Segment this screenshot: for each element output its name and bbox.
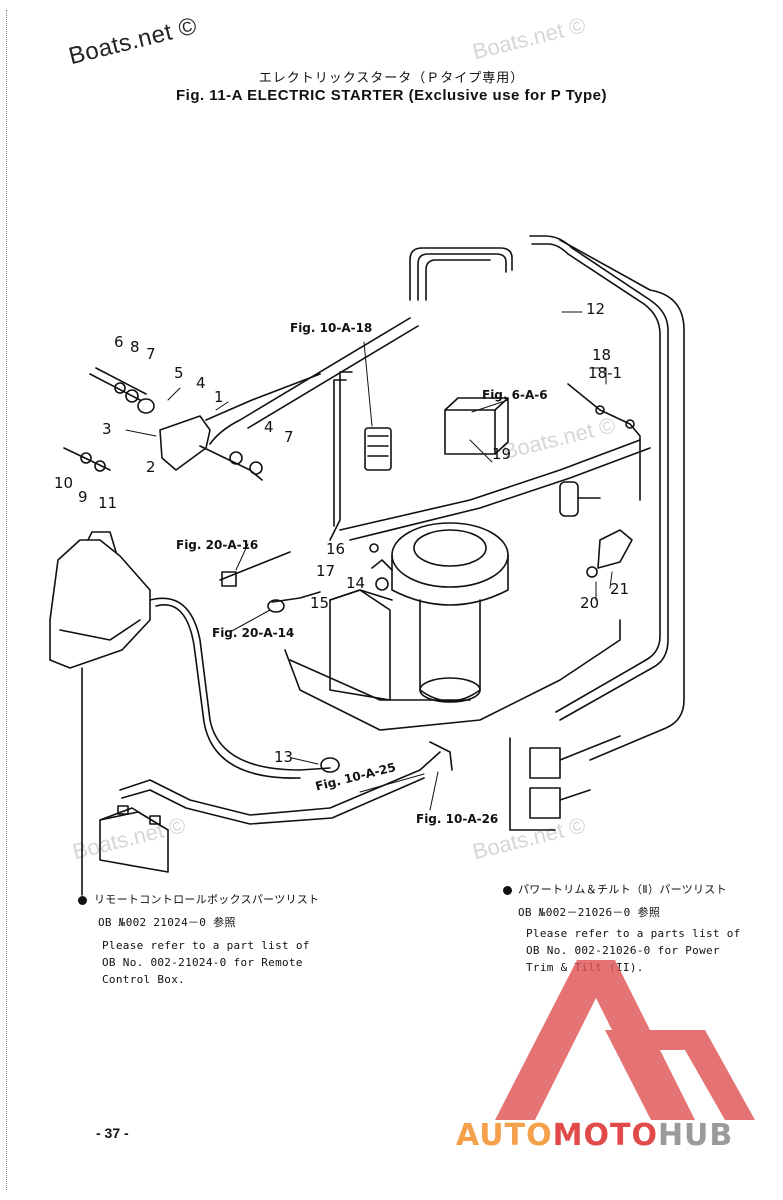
callout-10: 10 <box>54 474 74 492</box>
callout-4-lower: 4 <box>264 418 274 436</box>
logo-auto: AUTO <box>456 1118 553 1153</box>
left-note-code: OB №002 21024－0 参照 <box>98 916 236 929</box>
callout-17: 17 <box>316 562 336 580</box>
callout-11: 11 <box>98 494 118 512</box>
callout-7: 7 <box>146 345 156 363</box>
left-note-line: Please refer to a part list of <box>102 939 310 952</box>
callout-14: 14 <box>346 574 366 592</box>
fig-ref-6-a-6: Fig. 6-A-6 <box>482 388 548 402</box>
callout-9: 9 <box>78 488 88 506</box>
callout-2: 2 <box>146 458 156 476</box>
callout-5: 5 <box>174 364 184 382</box>
left-note-line: OB No. 002-21024-0 for Remote <box>102 956 303 969</box>
page-number: - 37 - <box>96 1125 129 1141</box>
margin-rule <box>6 10 7 1190</box>
right-note-code: OB №002－21026－0 参照 <box>518 906 661 919</box>
automotohub-logo-icon <box>495 960 755 1120</box>
callout-7-lower: 7 <box>284 428 294 446</box>
callout-3: 3 <box>102 420 112 438</box>
fig-ref-20-a-16: Fig. 20-A-16 <box>176 538 259 552</box>
automotohub-wordmark: AUTOMOTOHUB <box>456 1118 733 1153</box>
callout-13: 13 <box>274 748 294 766</box>
callout-12: 12 <box>586 300 606 318</box>
right-note-line: Please refer to a parts list of <box>526 927 741 940</box>
callout-20: 20 <box>580 594 600 612</box>
callout-16: 16 <box>326 540 346 558</box>
right-note-line: OB No. 002-21026-0 for Power <box>526 944 720 957</box>
right-note-jp: パワートリム＆チルト（Ⅱ）パーツリスト <box>518 883 727 896</box>
fig-ref-10-a-26: Fig. 10-A-26 <box>416 812 499 826</box>
callout-18-1: 18-1 <box>588 364 623 382</box>
logo-hub: HUB <box>657 1118 734 1153</box>
callout-15: 15 <box>310 594 330 612</box>
callout-1: 1 <box>214 388 224 406</box>
callout-8: 8 <box>130 338 140 356</box>
callout-4: 4 <box>196 374 206 392</box>
callout-19: 19 <box>492 445 512 463</box>
callout-6: 6 <box>114 333 124 351</box>
left-note-line: Control Box. <box>102 973 186 986</box>
bullet-icon <box>78 896 87 905</box>
fig-ref-20-a-14: Fig. 20-A-14 <box>212 626 295 640</box>
japanese-title: エレクトリックスタータ（Ｐタイプ専用） <box>258 70 525 85</box>
figure-title: Fig. 11-A ELECTRIC STARTER (Exclusive us… <box>175 87 608 104</box>
left-note-jp: リモートコントロールボックスパーツリスト <box>94 893 320 906</box>
fig-ref-10-a-18: Fig. 10-A-18 <box>290 321 373 335</box>
bullet-icon <box>503 886 512 895</box>
callout-21: 21 <box>610 580 630 598</box>
logo-moto: MOTO <box>552 1118 658 1153</box>
callout-18: 18 <box>592 346 612 364</box>
